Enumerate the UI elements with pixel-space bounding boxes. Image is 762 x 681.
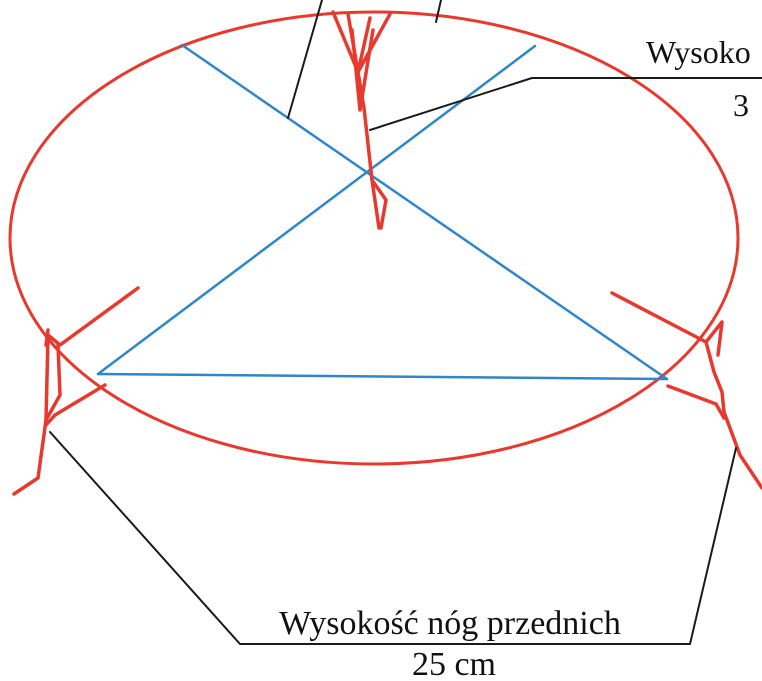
- tabletop-outline: [8, 10, 740, 466]
- leader-lines: [49, 0, 762, 645]
- back-legs-height-value: 3: [733, 87, 749, 123]
- back-legs-height-label: Wysoko: [646, 34, 751, 70]
- leader-back-legs-left: [287, 0, 323, 119]
- back-leg-sketch: [331, 10, 392, 230]
- brace-front: [96, 372, 669, 381]
- front-right-leg-sketch: [610, 291, 762, 490]
- brace-back-left-to-front-right: [180, 43, 669, 381]
- leader-back-legs-main: [369, 77, 762, 131]
- leader-front-legs-left: [49, 431, 737, 645]
- leader-back-legs-right: [435, 0, 442, 23]
- front-legs-height-label: Wysokość nóg przednich: [279, 605, 621, 642]
- brace-back-right-to-front-left: [96, 44, 537, 376]
- front-legs-height-value: 25 cm: [412, 646, 496, 681]
- front-left-leg-sketch: [12, 286, 140, 496]
